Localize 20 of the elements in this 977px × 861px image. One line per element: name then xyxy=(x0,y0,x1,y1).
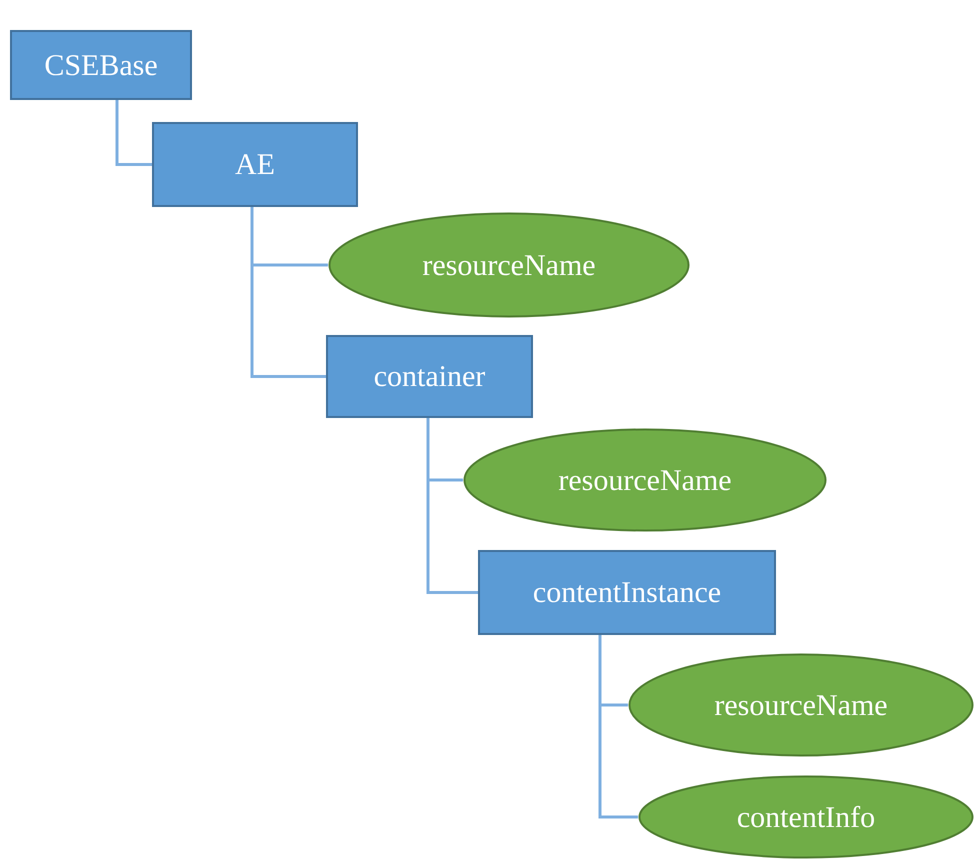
connector-line xyxy=(250,207,326,378)
box-node xyxy=(152,122,358,207)
ellipse-node xyxy=(328,212,690,318)
node-label: contentInstance xyxy=(532,575,722,611)
node-label: resourceName xyxy=(422,248,596,284)
box-node xyxy=(478,550,776,635)
node-label: contentInfo xyxy=(736,800,876,836)
ellipse-node xyxy=(628,653,974,757)
connector-line xyxy=(426,418,478,594)
ellipse-node xyxy=(638,775,974,859)
box-node xyxy=(326,335,533,418)
node-label: resourceName xyxy=(714,688,888,724)
node-label: CSEBase xyxy=(44,48,158,84)
connector-line xyxy=(598,635,638,818)
node-label: resourceName xyxy=(558,462,732,498)
node-label: AE xyxy=(235,147,275,183)
box-node xyxy=(10,30,192,100)
connector-line xyxy=(116,100,152,166)
node-label: container xyxy=(374,359,486,395)
ellipse-node xyxy=(463,428,827,532)
